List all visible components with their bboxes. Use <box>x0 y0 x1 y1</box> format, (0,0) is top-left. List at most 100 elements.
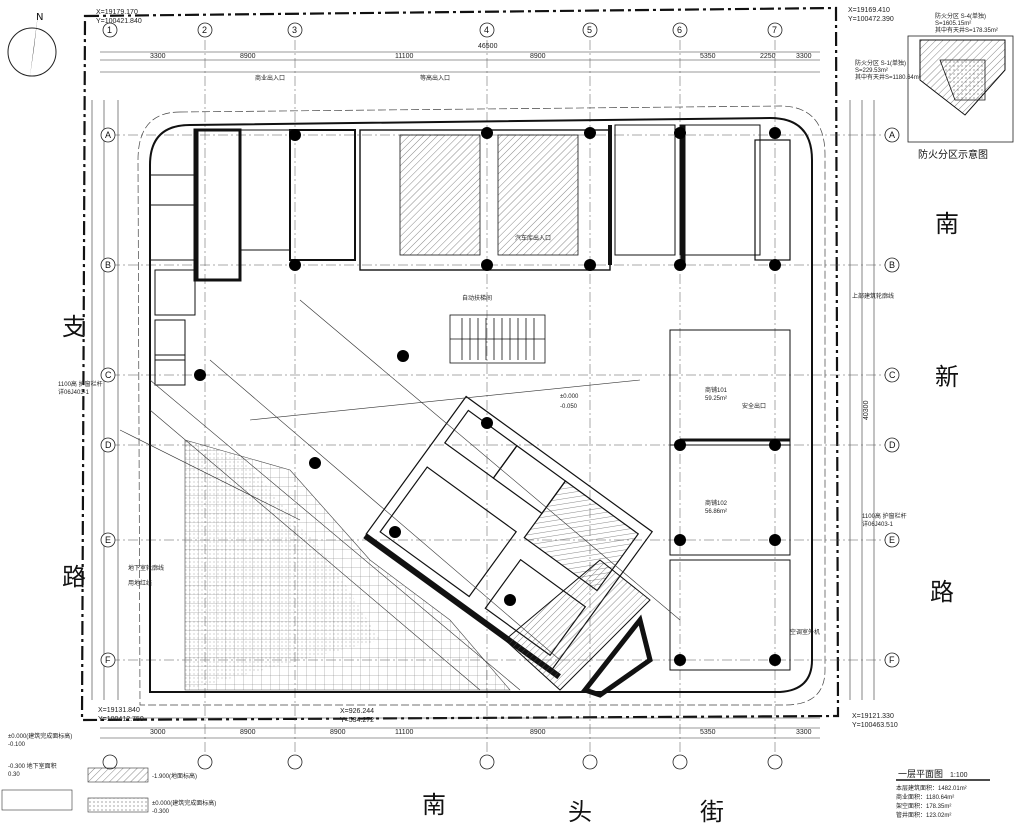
street-south-3: 街 <box>700 798 724 826</box>
coord-mid-y: Y=534.272 <box>340 717 374 724</box>
title-line-1: 本层建筑面积：1482.01m² <box>896 784 967 792</box>
axis-right-d: D <box>889 440 896 450</box>
street-east-top: 南 <box>935 210 959 238</box>
coord-se-y: Y=100463.510 <box>852 722 898 729</box>
axis-left-d: D <box>105 440 112 450</box>
dimension-lines <box>91 51 875 739</box>
escalator <box>449 314 546 364</box>
top-dim-7: 3300 <box>796 53 812 60</box>
drawing-title: 一层平面图 <box>898 769 943 780</box>
top-dim-3: 11100 <box>395 53 414 60</box>
note-guard-right: 1100高 护窗栏杆 <box>862 512 907 520</box>
fire-zone-note1-a: 防火分区 S-4(单独) <box>935 12 986 20</box>
title-line-3: 架空面积：178.35m² <box>896 802 951 810</box>
room-shop-102: 商铺102 <box>705 499 728 507</box>
overall-dim-top: 46500 <box>478 43 498 50</box>
overall-dim-side: 40300 <box>863 400 870 420</box>
fire-zone-diagram <box>907 35 1014 143</box>
note-entry-north-2: 等高出入口 <box>420 74 450 82</box>
fire-zone-note2-a: 防火分区 S-1(单独) <box>855 59 906 67</box>
room-shop-101: 商铺101 <box>705 386 728 394</box>
bottom-dim-7: 3300 <box>796 729 812 736</box>
street-west-1: 支 <box>62 313 86 341</box>
legend-2-label: -0.300 地下室面积 <box>8 762 57 770</box>
room-safety-exit: 安全出口 <box>742 402 766 410</box>
top-dim-4: 8900 <box>530 53 546 60</box>
top-dim-6: 2250 <box>760 53 776 60</box>
legend-4-sub: -0.300 <box>152 809 170 815</box>
axis-right-a: A <box>889 130 895 140</box>
note-basement-line: 地下室轮廓线 <box>128 564 164 572</box>
axis-top-2: 2 <box>202 25 207 35</box>
street-south-1: 南 <box>422 791 446 819</box>
coord-se-x: X=19121.330 <box>852 713 894 720</box>
axis-right-b: B <box>889 260 895 270</box>
axis-top-5: 5 <box>587 25 592 35</box>
axis-right-e: E <box>889 535 895 545</box>
axis-bubbles <box>100 22 900 770</box>
axis-left-b: B <box>105 260 111 270</box>
north-rooms <box>193 124 791 282</box>
top-dim-1: 3300 <box>150 53 166 60</box>
east-shops <box>669 329 791 671</box>
coord-nw-y: Y=100421.840 <box>96 18 142 25</box>
axis-right-f: F <box>889 655 895 665</box>
room-garage-entry: 汽车库出入口 <box>515 234 551 242</box>
note-aircon: 空调室外机 <box>790 628 820 636</box>
coord-sw-x: X=19131.840 <box>98 707 140 714</box>
street-east-2: 路 <box>930 578 954 606</box>
bottom-dim-5: 8900 <box>530 729 546 736</box>
axis-left-e: E <box>105 535 111 545</box>
north-label: N <box>36 12 43 23</box>
coord-mid-x: X=926.244 <box>340 708 374 715</box>
note-entry-north: 商业出入口 <box>255 74 285 82</box>
fire-zone-title: 防火分区示意图 <box>918 148 988 161</box>
site-boundary <box>80 6 840 722</box>
bottom-dim-3: 8900 <box>330 729 346 736</box>
note-center-elev: ±0.000 <box>560 394 579 400</box>
legend-3-label: -1.900(地面标高) <box>152 772 197 780</box>
note-center-elev-2: -0.050 <box>560 404 578 410</box>
axis-top-6: 6 <box>677 25 682 35</box>
axis-top-3: 3 <box>292 25 297 35</box>
west-rooms <box>149 174 196 386</box>
room-escalator: 自动扶梯间 <box>462 294 492 302</box>
drawing-scale: 1:100 <box>950 772 968 779</box>
axis-left-f: F <box>105 655 111 665</box>
columns <box>194 127 781 666</box>
bottom-dim-2: 8900 <box>240 729 256 736</box>
legend-1-label: ±0.000(建筑完成面标高) <box>8 732 72 740</box>
coord-nw-x: X=19179.170 <box>96 9 138 16</box>
bottom-dim-4: 11100 <box>395 729 414 736</box>
legend-2-sub: 0.30 <box>8 772 20 778</box>
legend-swatches <box>1 767 149 813</box>
axis-top-4: 4 <box>484 25 489 35</box>
fire-zone-note2-b: S=229.53m² <box>855 68 888 74</box>
note-red-line: 用地红线 <box>128 579 152 587</box>
top-dim-5: 5350 <box>700 53 716 60</box>
room-shop-101-area: 59.25m² <box>705 396 727 402</box>
street-east-1: 新 <box>935 363 959 391</box>
title-line-2: 商业面积：1180.64m² <box>896 793 954 801</box>
axis-right-c: C <box>889 370 896 380</box>
north-arrow-icon <box>7 14 57 77</box>
top-dim-2: 8900 <box>240 53 256 60</box>
fire-zone-note1-c: 其中有天井S=178.35m² <box>935 26 998 34</box>
note-guard: 1100高 护窗栏杆 <box>58 380 103 388</box>
coord-sw-y: Y=100412.750 <box>98 716 144 723</box>
note-guard-right-ref: 详06J403-1 <box>862 520 894 528</box>
bottom-dim-6: 5350 <box>700 729 716 736</box>
title-line-4: 管井面积：123.02m² <box>896 811 951 819</box>
legend-1-sub: -0.100 <box>8 742 26 748</box>
axis-top-7: 7 <box>772 25 777 35</box>
street-west-2: 路 <box>62 563 86 591</box>
legend-4-label: ±0.000(建筑完成面标高) <box>152 799 216 807</box>
axis-left-c: C <box>105 370 112 380</box>
building-outline <box>149 116 813 693</box>
coord-ne-x: X=19169.410 <box>848 7 890 14</box>
note-guard-ref: 详06J403-1 <box>58 388 90 396</box>
axis-top-1: 1 <box>107 25 112 35</box>
fire-zone-note2-c: 其中有天井S=1180.64m² <box>855 73 921 81</box>
